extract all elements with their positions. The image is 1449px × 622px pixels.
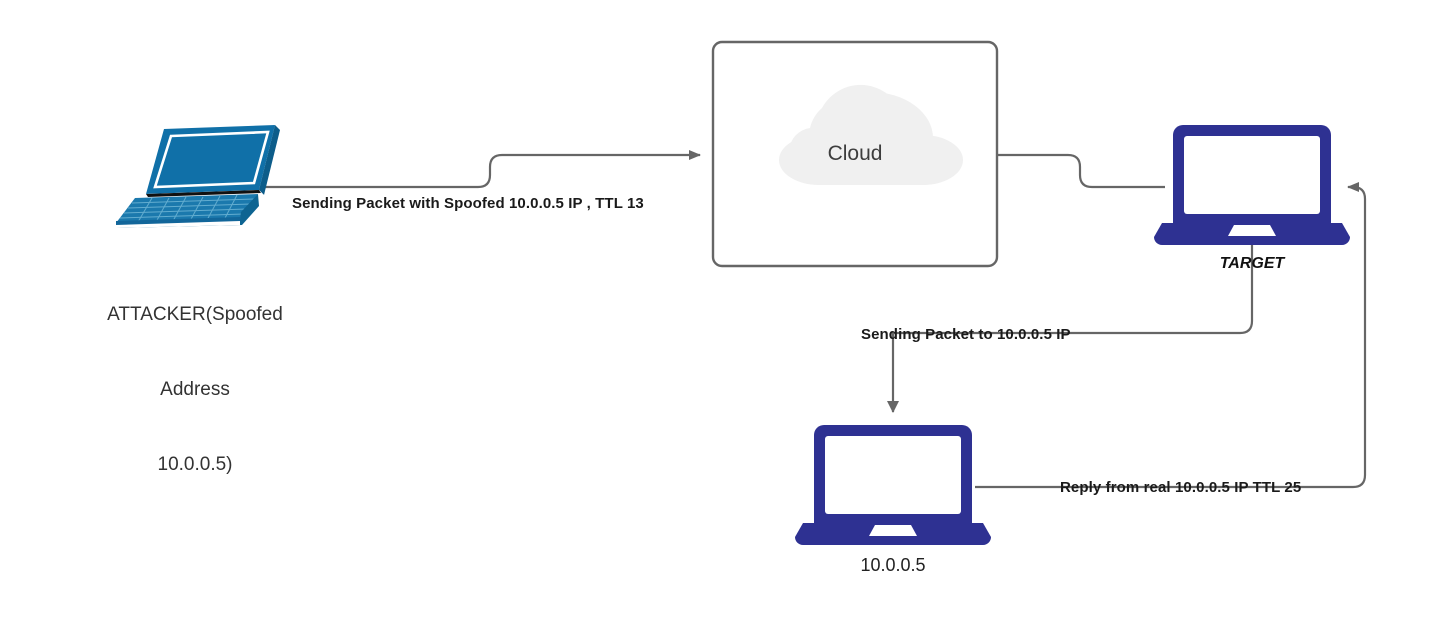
attacker-label-line3: 10.0.0.5) <box>157 454 233 475</box>
edge-label-attacker-to-cloud: Sending Packet with Spoofed 10.0.0.5 IP … <box>292 195 644 212</box>
node-cloud[interactable] <box>711 40 999 268</box>
attacker-label: ATTACKER(Spoofed Address 10.0.0.5) <box>60 252 330 527</box>
edge-label-target-to-victim: Sending Packet to 10.0.0.5 IP <box>861 326 1071 343</box>
target-label: TARGET <box>1219 255 1285 272</box>
cloud-icon <box>779 84 963 185</box>
laptop-isometric-icon <box>116 125 280 228</box>
edge-label-victim-to-target: Reply from real 10.0.0.5 IP TTL 25 <box>1060 479 1302 496</box>
node-victim[interactable] <box>795 425 991 547</box>
edge-victim-to-target <box>975 182 1367 489</box>
attacker-label-line1: ATTACKER(Spoofed <box>107 304 283 325</box>
cloud-container <box>711 40 999 268</box>
node-attacker[interactable] <box>108 122 280 228</box>
laptop-icon <box>1154 125 1350 245</box>
edge-cloud-to-target <box>997 153 1165 189</box>
victim-label: 10.0.0.5 <box>860 555 926 575</box>
laptop-icon <box>795 425 991 545</box>
attacker-label-line2: Address <box>160 379 230 400</box>
cloud-label: Cloud <box>827 142 883 165</box>
edge-target-to-victim <box>887 240 1254 413</box>
edge-attacker-to-cloud <box>262 150 701 189</box>
node-target[interactable] <box>1154 125 1350 247</box>
